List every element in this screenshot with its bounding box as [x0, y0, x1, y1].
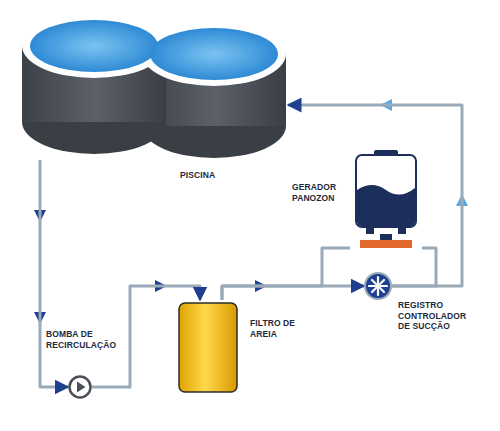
pool-illustration: [20, 10, 288, 160]
node-label: FILTRO DE AREIA: [250, 318, 310, 339]
node-label: PISCINA: [180, 170, 250, 181]
node-label: GERADOR PANOZON: [292, 182, 346, 203]
valve: REGISTRO CONTROLADOR DE SUCÇÃO: [364, 272, 392, 300]
pump-symbol: [68, 375, 92, 399]
pipe-connector: [222, 286, 364, 300]
ozone-generator: GERADOR PANOZON: [350, 150, 422, 252]
sand-filter: [178, 300, 238, 395]
pipe-connector: [288, 105, 462, 286]
pipe-connector: [40, 160, 68, 387]
pool: PISCINA: [20, 10, 288, 160]
node-label: REGISTRO CONTROLADOR DE SUCÇÃO: [398, 300, 474, 332]
pipe-connector: [392, 248, 436, 286]
sand-filter: FILTRO DE AREIA: [178, 300, 238, 395]
node-label: BOMBA DE RECIRCULAÇÃO: [46, 329, 122, 350]
ozone-generator: [350, 150, 422, 252]
pump: BOMBA DE RECIRCULAÇÃO: [68, 375, 92, 399]
valve-symbol: [364, 272, 392, 300]
pipe-connector: [222, 248, 350, 300]
